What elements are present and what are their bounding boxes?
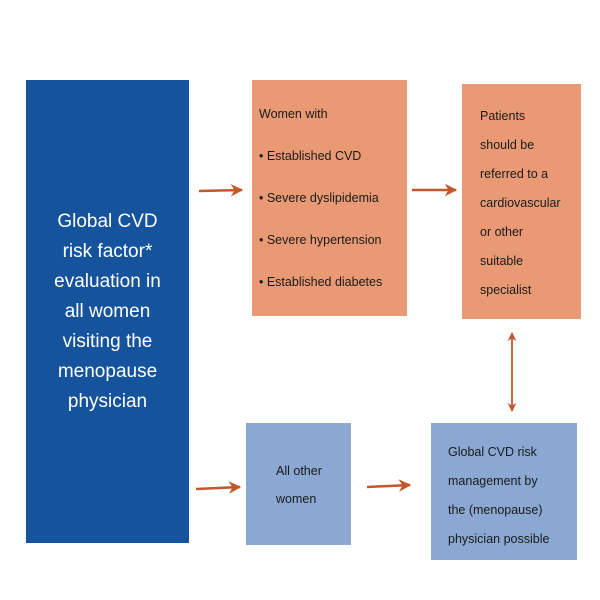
global-evaluation-line: all women (64, 300, 151, 322)
arrow-to-women-with (198, 184, 244, 197)
arrow-to-all-other-women (195, 481, 242, 494)
women-with-list: • Established CVD • Severe dyslipidemia … (259, 148, 407, 290)
patients-referred-line: cardiovascular (480, 196, 561, 210)
women-with-item: • Established CVD (259, 149, 362, 163)
global-management-line: the (menopause) (448, 503, 543, 517)
arrow-to-global-management (366, 479, 412, 492)
patients-referred-line: should be (480, 138, 535, 152)
patients-referred-line: specialist (480, 283, 532, 297)
global-evaluation-line: evaluation in (54, 270, 161, 292)
global-evaluation-line: risk factor* (62, 240, 153, 262)
global-evaluation-line: menopause (57, 360, 158, 382)
global-management-line: physician possible (448, 532, 550, 546)
women-with-item: • Established diabetes (259, 275, 383, 289)
patients-referred-line: referred to a (480, 167, 549, 181)
patients-referred-line: suitable (480, 254, 524, 268)
global-management-line: management by (448, 474, 538, 488)
all-other-women-line: All other (276, 464, 322, 478)
patients-referred-box: Patients should be referred to a cardiov… (462, 84, 581, 319)
patients-referred-line: Patients (480, 109, 526, 123)
women-with-heading: Women with (259, 107, 328, 121)
all-other-women-line: women (276, 492, 317, 506)
patients-referred-line: or other (480, 225, 524, 239)
global-evaluation-line: Global CVD (57, 210, 158, 232)
global-evaluation-line: physician (67, 390, 148, 412)
global-evaluation-line: visiting the (62, 330, 153, 352)
global-management-line: Global CVD risk (448, 445, 537, 459)
all-other-women-box: All other women (246, 423, 351, 545)
global-cvd-evaluation-box: Global CVD risk factor* evaluation in al… (26, 80, 189, 543)
women-with-item: • Severe hypertension (259, 233, 382, 247)
women-with-box: Women with • Established CVD • Severe dy… (252, 80, 407, 316)
global-cvd-evaluation-text: Global CVD risk factor* evaluation in al… (54, 207, 161, 417)
global-management-box: Global CVD risk management by the (menop… (431, 423, 577, 560)
women-with-item: • Severe dyslipidemia (259, 191, 379, 205)
